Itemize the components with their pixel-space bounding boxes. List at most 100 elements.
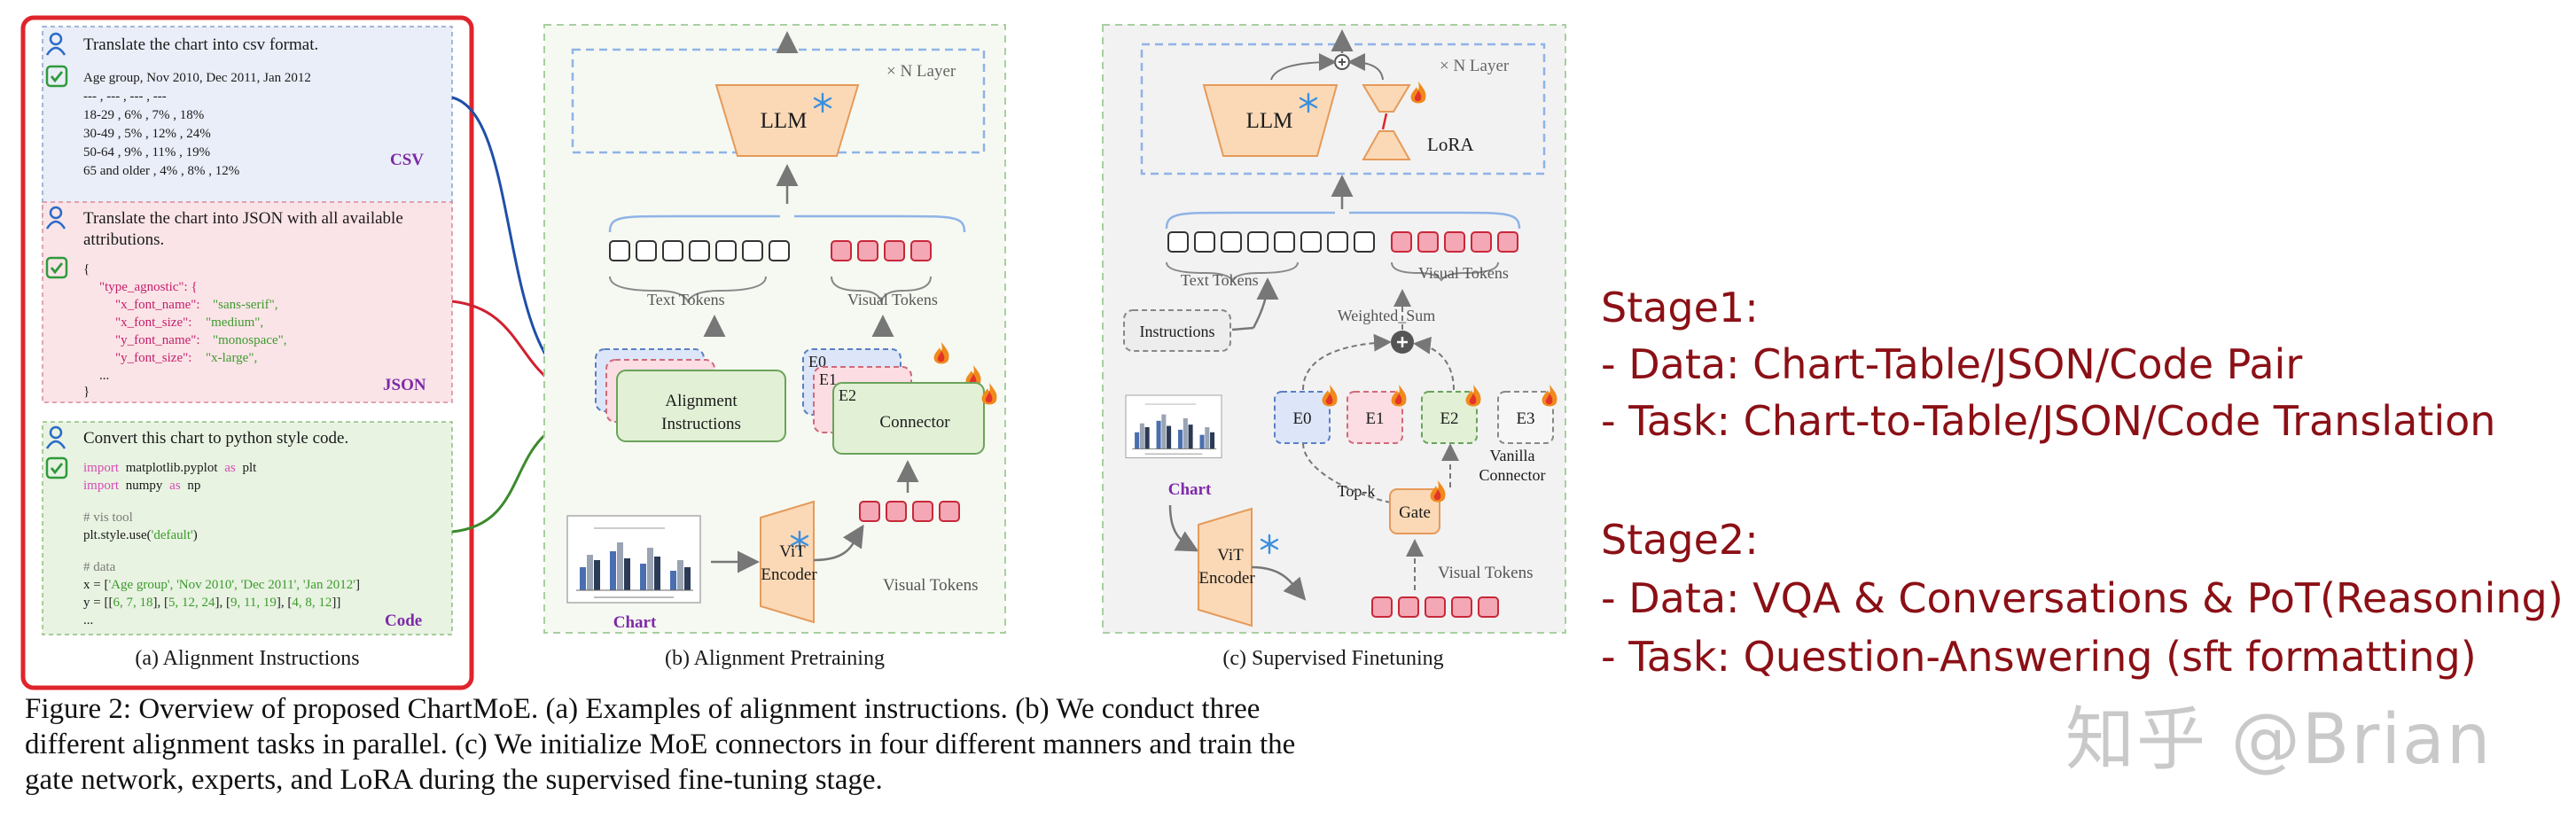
csv-prompt: Translate the chart into csv format. <box>83 35 318 54</box>
svg-text:E3: E3 <box>1516 409 1534 428</box>
chart-label: Chart <box>613 613 657 632</box>
svg-text:plt.style.use('default'): plt.style.use('default') <box>83 528 198 542</box>
encoder-output-tokens <box>1371 596 1499 618</box>
panel-a-frame <box>20 15 474 690</box>
svg-text:E1: E1 <box>819 370 837 388</box>
stage1-title: Stage1: <box>1601 284 1759 331</box>
connector-output-tokens <box>859 501 960 522</box>
csv-tag: CSV <box>390 151 424 169</box>
svg-text:Instructions: Instructions <box>661 415 741 433</box>
svg-text:Visual Tokens: Visual Tokens <box>883 576 978 595</box>
svg-text:Translate the chart into JSON: Translate the chart into JSON with all a… <box>83 209 403 228</box>
svg-text:Vanilla: Vanilla <box>1490 447 1535 464</box>
svg-text:Convert this chart to python s: Convert this chart to python style code. <box>83 429 348 448</box>
svg-text:}: } <box>83 385 90 399</box>
panel-a-caption: (a) Alignment Instructions <box>135 647 359 670</box>
gate-block <box>1389 488 1440 534</box>
svg-text:"y_font_name":: "y_font_name": <box>115 333 200 347</box>
svg-text:Instructions: Instructions <box>1140 323 1215 340</box>
svg-text:"y_font_size":: "y_font_size": <box>115 351 191 365</box>
instructions-box <box>1123 309 1231 352</box>
vit-encoder-block-c <box>1198 507 1253 627</box>
svg-text:ViT: ViT <box>1217 546 1244 565</box>
lora-down <box>1362 130 1411 160</box>
svg-text:"type_agnostic": {: "type_agnostic": { <box>99 280 198 294</box>
stage2-title: Stage2: <box>1601 516 1759 564</box>
expert-e3: E3 <box>1497 391 1554 444</box>
svg-text:65 and older , 4% , 8% , 12%: 65 and older , 4% , 8% , 12% <box>83 164 239 178</box>
svg-text:{: { <box>83 262 90 277</box>
svg-text:...: ... <box>99 369 109 383</box>
svg-text:LLM: LLM <box>1246 109 1293 133</box>
svg-text:Text Tokens: Text Tokens <box>1181 271 1259 289</box>
llm-block-c <box>1202 84 1339 157</box>
svg-text:E2: E2 <box>839 386 856 404</box>
svg-text:"medium",: "medium", <box>206 316 263 330</box>
svg-text:E1: E1 <box>1365 409 1384 428</box>
svg-text:Gate: Gate <box>1399 503 1431 522</box>
code-tag: Code <box>385 612 422 630</box>
text-token-row-c <box>1167 231 1518 253</box>
svg-text:# vis tool: # vis tool <box>83 510 133 525</box>
svg-text:50-64 , 9% , 11% , 19%: 50-64 , 9% , 11% , 19% <box>83 145 210 160</box>
svg-text:--- , --- , --- , ---: --- , --- , --- , --- <box>83 90 167 104</box>
svg-text:import numpy as: import numpy as np <box>83 479 200 493</box>
svg-text:Weighted_Sum: Weighted_Sum <box>1338 307 1436 324</box>
svg-text:Text Tokens: Text Tokens <box>647 291 725 308</box>
text-token-row <box>609 240 932 261</box>
csv-example-box: Translate the chart into csv format. Age… <box>42 26 453 221</box>
svg-text:Alignment: Alignment <box>665 392 738 410</box>
watermark: 知乎 @Brian <box>2065 700 2493 780</box>
svg-text:x = ['Age group', 'Nov 2010',: x = ['Age group', 'Nov 2010', 'Dec 2011'… <box>83 578 360 592</box>
svg-text:18-29 , 6% , 7% , 18%: 18-29 , 6% , 7% , 18% <box>83 108 204 122</box>
expert-e1: E1 <box>1347 391 1403 444</box>
svg-text:Age group, Nov 2010, Dec 2011,: Age group, Nov 2010, Dec 2011, Jan 2012 <box>83 71 311 85</box>
expert-e0: E0 <box>1274 391 1331 444</box>
svg-text:import matplotlib.pyplot: import matplotlib.pyplot as plt <box>83 461 257 475</box>
svg-text:LoRA: LoRA <box>1427 134 1474 155</box>
connector-stack: E0 E1 E2 Connector <box>802 342 997 455</box>
vit-encoder-block <box>760 500 815 624</box>
svg-text:Visual Tokens: Visual Tokens <box>1418 264 1509 282</box>
lora-up <box>1362 84 1411 113</box>
token-brace <box>608 214 966 233</box>
json-example-box: Translate the chart into JSON with all a… <box>42 201 453 403</box>
svg-text:E0: E0 <box>1292 409 1311 428</box>
stage1-task: - Task: Chart-to-Table/JSON/Code Transla… <box>1601 397 2496 445</box>
figure-caption-line-1: Figure 2: Overview of proposed ChartMoE.… <box>25 693 1261 725</box>
panel-b-caption: (b) Alignment Pretraining <box>665 647 885 670</box>
svg-text:LLM: LLM <box>761 109 808 133</box>
chart-thumbnail <box>566 515 701 604</box>
svg-text:E2: E2 <box>1440 409 1458 428</box>
svg-text:Connector: Connector <box>879 413 950 432</box>
figure-caption-line-2: different alignment tasks in parallel. (… <box>25 729 1296 760</box>
svg-text:ViT: ViT <box>779 542 806 561</box>
svg-text:y = [[6, 7, 18], [5, 12, 24],: y = [[6, 7, 18], [5, 12, 24], [9, 11, 19… <box>83 596 340 610</box>
svg-text:"sans-serif",: "sans-serif", <box>213 298 277 312</box>
svg-text:"x_font_size":: "x_font_size": <box>115 316 191 330</box>
svg-text:Encoder: Encoder <box>761 565 817 584</box>
svg-text:attributions.: attributions. <box>83 230 164 249</box>
svg-text:Visual Tokens: Visual Tokens <box>1438 564 1533 582</box>
svg-text:"x-large",: "x-large", <box>206 351 257 365</box>
svg-text:...: ... <box>83 613 93 627</box>
alignment-instructions-stack: Alignment Instructions <box>595 348 786 442</box>
svg-text:# data: # data <box>83 560 116 574</box>
stage1-data: - Data: Chart-Table/JSON/Code Pair <box>1601 340 2303 388</box>
figure-caption-line-3: gate network, experts, and LoRA during t… <box>25 764 883 796</box>
json-tag: JSON <box>383 376 426 394</box>
stage2-task: - Task: Question-Answering (sft formatti… <box>1601 633 2477 681</box>
chart-thumbnail-c <box>1125 394 1222 459</box>
svg-text:30-49 , 5% , 12% , 24%: 30-49 , 5% , 12% , 24% <box>83 127 211 141</box>
svg-text:"monospace",: "monospace", <box>213 333 286 347</box>
n-layer-label: × N Layer <box>1440 57 1510 75</box>
stage2-data: - Data: VQA & Conversations & PoT(Reason… <box>1601 574 2564 622</box>
svg-text:"x_font_name":: "x_font_name": <box>115 298 200 312</box>
chart-label-c: Chart <box>1168 480 1212 499</box>
svg-text:Encoder: Encoder <box>1198 569 1255 588</box>
code-example-box: Convert this chart to python style code.… <box>42 421 453 635</box>
panel-c-caption: (c) Supervised Finetuning <box>1222 647 1443 670</box>
n-layer-label: × N Layer <box>886 62 956 81</box>
svg-text:Visual Tokens: Visual Tokens <box>847 291 938 308</box>
